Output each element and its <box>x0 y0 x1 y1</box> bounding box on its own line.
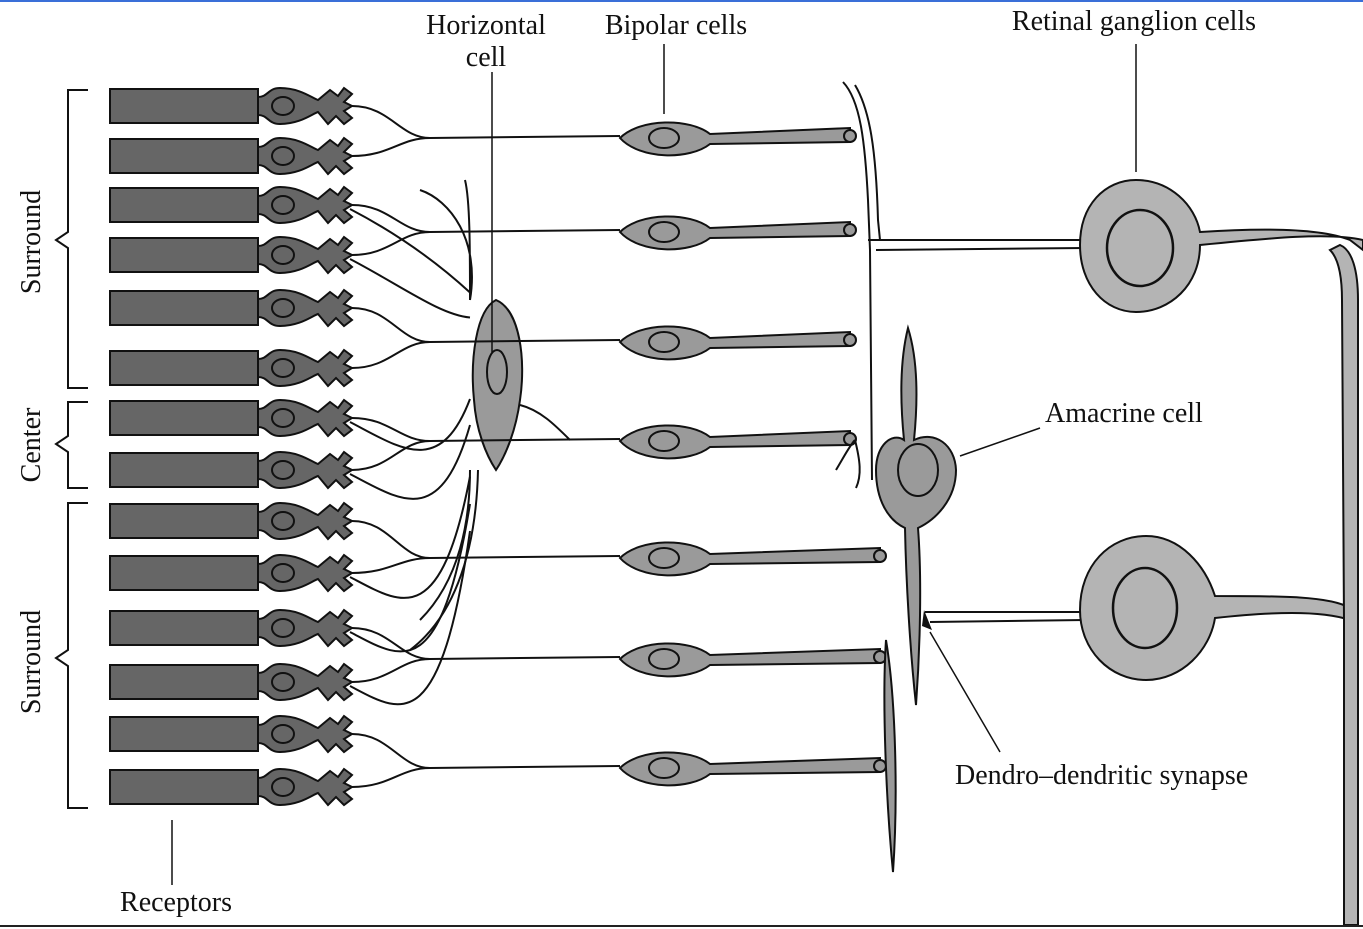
receptor-outer-segment <box>110 188 258 222</box>
bipolar-dendrite <box>430 230 620 232</box>
receptor-outer-segment <box>110 453 258 487</box>
horizontal-cell <box>410 180 570 650</box>
receptor-fiber <box>352 342 430 368</box>
receptor <box>110 769 352 805</box>
label-dendro-dendritic-synapse: Dendro–dendritic synapse <box>955 760 1248 791</box>
receptor <box>110 88 352 124</box>
bipolar-soma <box>620 216 850 249</box>
receptor-outer-segment <box>110 717 258 751</box>
receptor-outer-segment <box>110 556 258 590</box>
label-horizontal-cell-line1: Horizontal <box>426 10 546 41</box>
ganglion-cell-lower <box>1080 536 1350 680</box>
bipolar-soma <box>620 643 880 676</box>
label-amacrine-cell: Amacrine cell <box>1045 398 1203 429</box>
receptor-fiber <box>352 308 430 342</box>
horizontal-process <box>350 477 470 598</box>
receptor-outer-segment <box>110 139 258 173</box>
bipolar-terminal <box>844 433 856 445</box>
receptor-outer-segment <box>110 291 258 325</box>
receptor <box>110 503 352 539</box>
label-horizontal-cell-line2: cell <box>466 42 507 73</box>
horizontal-process <box>350 399 470 450</box>
receptor-fibers <box>350 106 470 787</box>
label-retinal-ganglion-cells: Retinal ganglion cells <box>1012 6 1256 37</box>
receptor <box>110 555 352 591</box>
receptor-fiber <box>352 441 430 470</box>
receptor-outer-segment <box>110 611 258 645</box>
receptor-outer-segment <box>110 238 258 272</box>
bipolar-cell <box>430 643 886 676</box>
horizontal-process <box>350 259 470 318</box>
receptor <box>110 237 352 273</box>
bracket-surround-top <box>56 90 88 388</box>
bipolar-dendrite <box>430 439 620 441</box>
receptor-fiber <box>352 138 430 156</box>
bipolar-soma <box>620 425 850 458</box>
bipolar-soma <box>620 326 850 359</box>
ganglion-axons <box>1330 245 1358 925</box>
receptor <box>110 290 352 326</box>
ganglion-cell-upper <box>1080 180 1363 312</box>
bipolar-soma <box>620 542 880 575</box>
horizontal-process <box>350 425 470 499</box>
bipolar-terminal <box>844 130 856 142</box>
receptor-outer-segment <box>110 504 258 538</box>
receptor-fiber <box>352 734 430 768</box>
receptor-outer-segment <box>110 89 258 123</box>
receptor-fiber <box>352 558 430 573</box>
receptor-fiber <box>352 106 430 138</box>
receptor <box>110 350 352 386</box>
bipolar-cell <box>430 216 856 249</box>
receptor-outer-segment <box>110 665 258 699</box>
receptor <box>110 400 352 436</box>
bipolar-cell <box>430 752 886 785</box>
bipolar-dendrite <box>430 340 620 342</box>
bipolar-terminal <box>874 760 886 772</box>
receptor <box>110 664 352 700</box>
label-surround-bottom: Surround <box>16 610 47 714</box>
receptor-fiber <box>352 521 430 558</box>
bipolar-soma <box>620 122 850 155</box>
bipolar-dendrite <box>430 657 620 659</box>
ganglion-dendrite-lower <box>925 612 1085 622</box>
bipolar-terminal-bar <box>884 640 895 872</box>
bipolar-dendrite <box>430 136 620 138</box>
label-center: Center <box>16 407 47 482</box>
receptors-group <box>110 88 352 805</box>
bottom-border <box>0 925 1363 927</box>
bipolar-terminal <box>844 334 856 346</box>
label-bipolar-cells: Bipolar cells <box>605 10 747 41</box>
label-receptors: Receptors <box>120 887 232 918</box>
bipolar-dendrite <box>430 766 620 768</box>
receptor-fiber <box>352 768 430 787</box>
bipolar-soma <box>620 752 880 785</box>
receptor <box>110 452 352 488</box>
label-surround-top: Surround <box>16 190 47 294</box>
receptor-fiber <box>352 659 430 682</box>
bipolar-terminal <box>844 224 856 236</box>
bracket-surround-bottom <box>56 503 88 808</box>
receptor-outer-segment <box>110 351 258 385</box>
receptor-outer-segment <box>110 770 258 804</box>
horizontal-process <box>350 209 470 293</box>
receptor <box>110 610 352 646</box>
bipolar-cell <box>430 542 886 575</box>
receptor <box>110 716 352 752</box>
bracket-center <box>56 402 88 488</box>
receptor <box>110 138 352 174</box>
receptor-fiber <box>352 205 430 232</box>
receptor <box>110 187 352 223</box>
bipolar-cell <box>430 122 856 155</box>
bipolar-terminal <box>874 550 886 562</box>
receptor-outer-segment <box>110 401 258 435</box>
